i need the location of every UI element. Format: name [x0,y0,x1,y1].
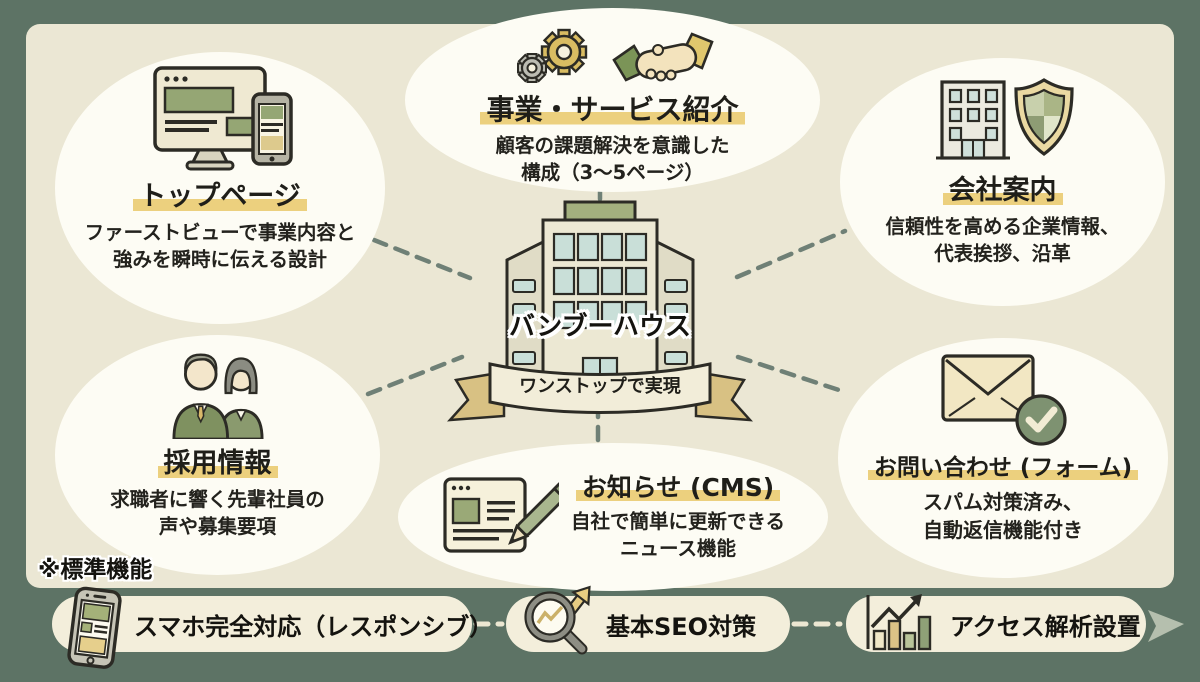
footer-pill-seo: 基本SEO対策 [506,585,790,655]
ribbon-banner [446,356,754,424]
node-recruit: 採用情報 求職者に響く先輩社員の声や募集要項 [55,335,380,575]
footer-pill-label: スマホ完全対応（レスポンシブ） [134,612,494,641]
node-title: お知らせ (CMS) [571,472,785,503]
seo-magnifier-icon [516,583,600,659]
node-description: 求職者に響く先輩社員の声や募集要項 [110,487,325,539]
desktop-and-smartphone-icon [145,64,295,180]
node-title: 会社案内 [942,174,1063,208]
footer-pill-analytics: アクセス解析設置 [846,594,1146,652]
footer-note: ※標準機能 [38,557,153,583]
ribbon-label: ワンストップで実現 [519,376,681,397]
company-name: バンブーハウス [508,312,691,342]
envelope-check-icon [937,348,1069,452]
headquarters-building-illustration [503,196,697,392]
node-description: ファーストビューで事業内容と強みを瞬時に伝える設計 [84,220,356,272]
node-title: 事業・サービス紹介 [480,92,745,127]
smartphone-icon [55,582,138,682]
footer-pill-label: アクセス解析設置 [950,612,1141,641]
node-contact-form: お問い合わせ (フォーム) スパム対策済み、自動返信機能付き [838,338,1168,578]
node-description: スパム対策済み、自動返信機能付き [923,489,1083,542]
node-description: 顧客の課題解決を意識した構成（3〜5ページ） [495,134,730,185]
node-title: 採用情報 [157,447,278,481]
footer-pill-label: 基本SEO対策 [606,612,757,641]
two-employees-icon [162,347,274,443]
office-building-and-shield-icon [928,76,1078,168]
node-title: お問い合わせ (フォーム) [867,454,1139,483]
node-title: トップページ [133,180,307,214]
node-news-cms: お知らせ (CMS) 自社で簡単に更新できるニュース機能 [398,443,828,591]
footer-pill-responsive: スマホ完全対応（レスポンシブ） [52,586,493,669]
node-description: 自社で簡単に更新できるニュース機能 [570,509,786,561]
right-arrow-decoration [1148,610,1184,642]
article-and-pencil-icon [441,467,573,567]
node-company-profile: 会社案内 信頼性を高める企業情報、代表挨拶、沿革 [840,58,1165,306]
node-top-page: トップページ ファーストビューで事業内容と強みを瞬時に伝える設計 [55,52,385,324]
analytics-chart-icon [858,591,942,657]
gears-and-handshake-icon [508,22,718,92]
node-services: 事業・サービス紹介 顧客の課題解決を意識した構成（3〜5ページ） [405,8,820,192]
node-text-block: お知らせ (CMS) 自社で簡単に更新できるニュース機能 [571,472,785,563]
node-description: 信頼性を高める企業情報、代表挨拶、沿革 [885,214,1120,266]
